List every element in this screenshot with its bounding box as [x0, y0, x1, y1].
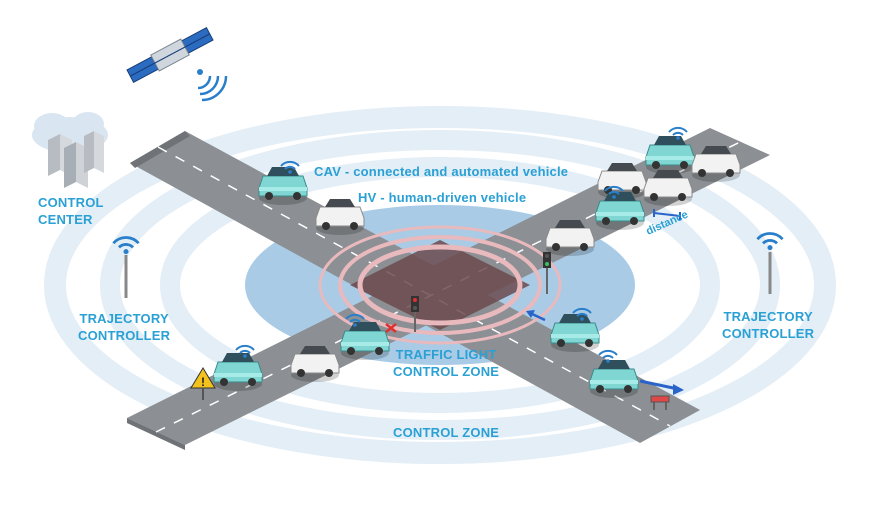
traffic-light-zone-label: TRAFFIC LIGHT CONTROL ZONE — [393, 346, 499, 380]
control-center-line-2: CENTER — [38, 211, 104, 228]
car-icon — [316, 199, 364, 235]
satellite-signal-icon — [197, 69, 226, 100]
trajectory-controller-left-label: TRAJECTORY CONTROLLER — [78, 310, 170, 344]
traffic-light-zone-line-1: TRAFFIC LIGHT — [393, 346, 499, 363]
control-center-line-1: CONTROL — [38, 194, 104, 211]
traffic-light-zone-line-2: CONTROL ZONE — [393, 363, 499, 380]
control-zone-label: CONTROL ZONE — [393, 424, 499, 441]
legend-cav: CAV - connected and automated vehicle — [314, 163, 568, 180]
trajectory-controller-left-line-2: CONTROLLER — [78, 327, 170, 344]
trajectory-controller-right-line-2: CONTROLLER — [722, 325, 814, 342]
legend-hv: HV - human-driven vehicle — [358, 189, 526, 206]
satellite-icon — [126, 26, 214, 84]
cloud-servers-icon — [32, 112, 108, 188]
trajectory-controller-left-line-1: TRAJECTORY — [78, 310, 170, 327]
control-center-label: CONTROL CENTER — [38, 194, 104, 228]
svg-text:!: ! — [201, 375, 205, 389]
trajectory-controller-right-line-1: TRAJECTORY — [722, 308, 814, 325]
trajectory-controller-right-label: TRAJECTORY CONTROLLER — [722, 308, 814, 342]
